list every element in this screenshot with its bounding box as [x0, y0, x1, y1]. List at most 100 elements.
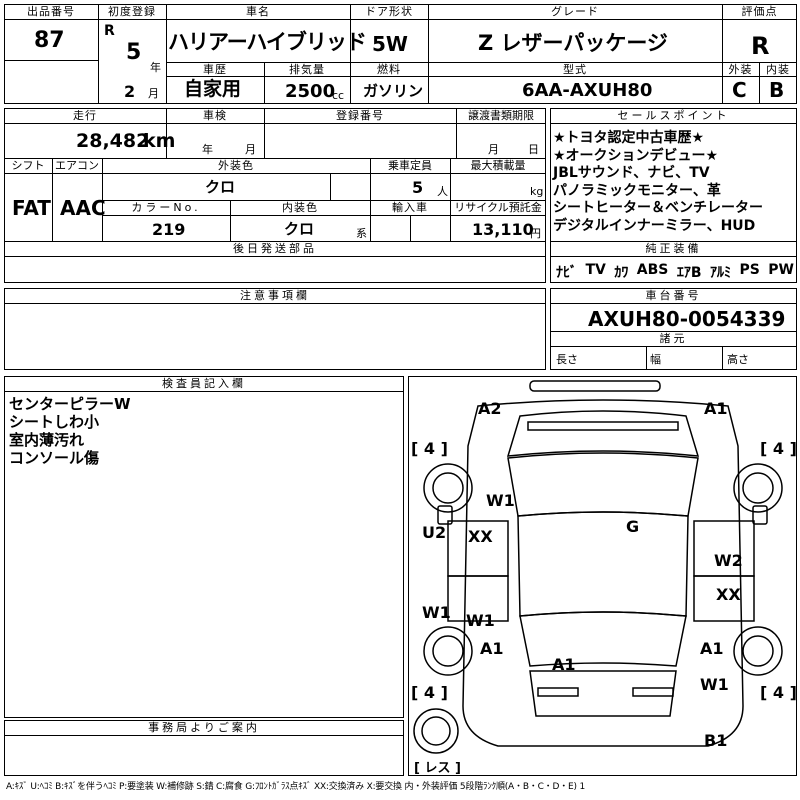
aircon-header: エアコン — [55, 159, 99, 172]
recycle-header: リサイクル預託金 — [454, 201, 542, 214]
chassis-block — [550, 288, 797, 370]
shift-header: シフト — [11, 159, 45, 172]
mileage-value: 28,482 — [76, 130, 150, 152]
exterior-header: 外装 — [728, 63, 753, 76]
equipment-item: ﾅﾋﾞ — [556, 265, 577, 281]
sales-point: JBLサウンド、ナビ、TV — [553, 165, 710, 181]
aircon-value: AAC — [60, 196, 106, 220]
int-color-value: クロ — [284, 220, 315, 238]
lot-no-value: 87 — [34, 28, 65, 53]
mark-rear-r: W1 — [700, 675, 729, 694]
equipment-item: ｴｱB — [676, 265, 702, 281]
car-name-value: ハリアーハイブリッド — [168, 30, 367, 54]
later-parts-header: 後日発送部品 — [233, 242, 317, 255]
notes-block — [4, 288, 546, 370]
inspector-note: 室内薄汚れ — [9, 431, 85, 449]
door-header: ドア形状 — [365, 5, 413, 18]
mark-roof: G — [626, 517, 639, 536]
sales-points-list: ★トヨタ認定中古車歴★ ★オークションデビュー★ JBLサウンド、ナビ、TV パ… — [553, 130, 763, 235]
car-diagram — [408, 376, 797, 776]
inspection-header: 車検 — [203, 109, 227, 122]
mark-quarter-r: A1 — [700, 639, 724, 658]
car-name-header: 車名 — [246, 5, 270, 18]
model-header: 型式 — [563, 63, 587, 76]
inspector-note: シートしわ小 — [9, 413, 100, 431]
inspection-year-unit: 年 — [202, 143, 213, 156]
office-header: 事務局よりご案内 — [148, 721, 260, 734]
equipment-item: ABS — [636, 262, 669, 278]
sales-point: ★トヨタ認定中古車歴★ — [553, 130, 705, 146]
equipment-item: PW — [768, 262, 794, 278]
int-color-unit: 系 — [356, 227, 367, 240]
dimensions-header: 諸元 — [659, 332, 688, 345]
month-unit: 月 — [148, 87, 159, 100]
exterior-grade: C — [732, 78, 747, 102]
ext-color-value: クロ — [205, 178, 236, 196]
fuel-value: ガソリン — [363, 82, 424, 100]
chassis-value: AXUH80-0054339 — [588, 307, 786, 331]
mark-door-r1: W2 — [714, 551, 743, 570]
first-reg-header: 初度登録 — [108, 5, 156, 18]
equipment-header: 純正装備 — [645, 242, 702, 255]
score-value: R — [751, 32, 770, 60]
era-value: R — [104, 23, 115, 39]
notes-header: 注意事項欄 — [240, 289, 310, 302]
color-no-header: カラーNo. — [131, 201, 201, 214]
top-block — [4, 4, 797, 104]
lot-no-header: 出品番号 — [27, 5, 75, 18]
displacement-header: 排気量 — [289, 63, 325, 76]
mark-front-left: A2 — [478, 399, 502, 418]
car-outline: A2 A1 [ 4 ] [ 4 ] W1 U2 XX G W2 XX W1 W1… — [411, 380, 797, 776]
mark-fender-l: W1 — [486, 491, 515, 510]
recycle-value: 13,110 — [472, 220, 534, 239]
chassis-header: 車台番号 — [645, 289, 702, 302]
mark-door-l1: U2 — [422, 523, 446, 542]
legend: A:ｷｽﾞ U:ﾍｺﾐ B:ｷｽﾞを伴うﾍｺﾐ P:要塗装 W:補修跡 S:錆 … — [6, 782, 585, 792]
length-label: 長さ — [556, 353, 578, 366]
mark-tire-rl: [ 4 ] — [411, 683, 448, 702]
mark-door-l2: W1 — [466, 611, 495, 630]
mark-quarter-l: A1 — [480, 639, 504, 658]
equipment-item: ｱﾙﾐ — [710, 265, 731, 281]
inspector-header: 検査員記入欄 — [162, 377, 246, 390]
capacity-header: 乗車定員 — [388, 159, 432, 172]
door-value: 5W — [372, 32, 408, 56]
int-color-header: 内装色 — [282, 201, 318, 214]
mileage-unit: km — [143, 130, 176, 152]
sales-point: デジタルインナーミラー、HUD — [553, 217, 756, 234]
max-load-header: 最大積載量 — [470, 159, 526, 172]
sales-point: ★オークションデビュー★ — [553, 147, 719, 164]
sales-block — [550, 108, 797, 283]
sales-point: シートヒーター＆ベンチレーター — [553, 200, 763, 216]
color-no-value: 219 — [152, 220, 186, 239]
interior-header: 内装 — [766, 63, 790, 76]
interior-grade: B — [769, 78, 785, 102]
year-unit: 年 — [150, 61, 161, 74]
mark-bumper-r: B1 — [704, 731, 727, 750]
history-value: 自家用 — [184, 78, 242, 100]
height-label: 高さ — [727, 353, 749, 366]
sales-points-header: セールスポイント — [617, 109, 730, 122]
shift-value: FAT — [12, 196, 51, 220]
reg-number-header: 登録番号 — [336, 109, 384, 122]
recycle-unit: 円 — [530, 227, 541, 240]
transfer-month-unit: 月 — [488, 143, 499, 156]
mark-spare: [ レス ] — [414, 761, 461, 776]
score-header: 評価点 — [741, 5, 778, 18]
month-value: 2 — [124, 82, 136, 101]
equipment-item: ｶﾜ — [614, 265, 629, 281]
inspector-note: コンソール傷 — [9, 449, 100, 467]
transfer-header: 譲渡書類期限 — [468, 109, 534, 122]
equipment-item: PS — [739, 262, 760, 278]
equipment-item: TV — [585, 262, 606, 278]
history-header: 車歴 — [203, 63, 227, 76]
grade-value: Z レザーパッケージ — [478, 31, 668, 55]
year-value: 5 — [126, 40, 142, 65]
ext-color-header: 外装色 — [218, 159, 254, 172]
grade-header: グレード — [551, 5, 599, 18]
inspector-notes: センターピラーW シートしわ小 室内薄汚れ コンソール傷 — [9, 395, 131, 467]
mileage-header: 走行 — [73, 109, 97, 122]
load-unit: kg — [530, 185, 544, 198]
equipment-list: ﾅﾋﾞ TV ｶﾜ ABS ｴｱB ｱﾙﾐ PS PW — [556, 262, 794, 282]
mark-rear: A1 — [552, 655, 576, 674]
